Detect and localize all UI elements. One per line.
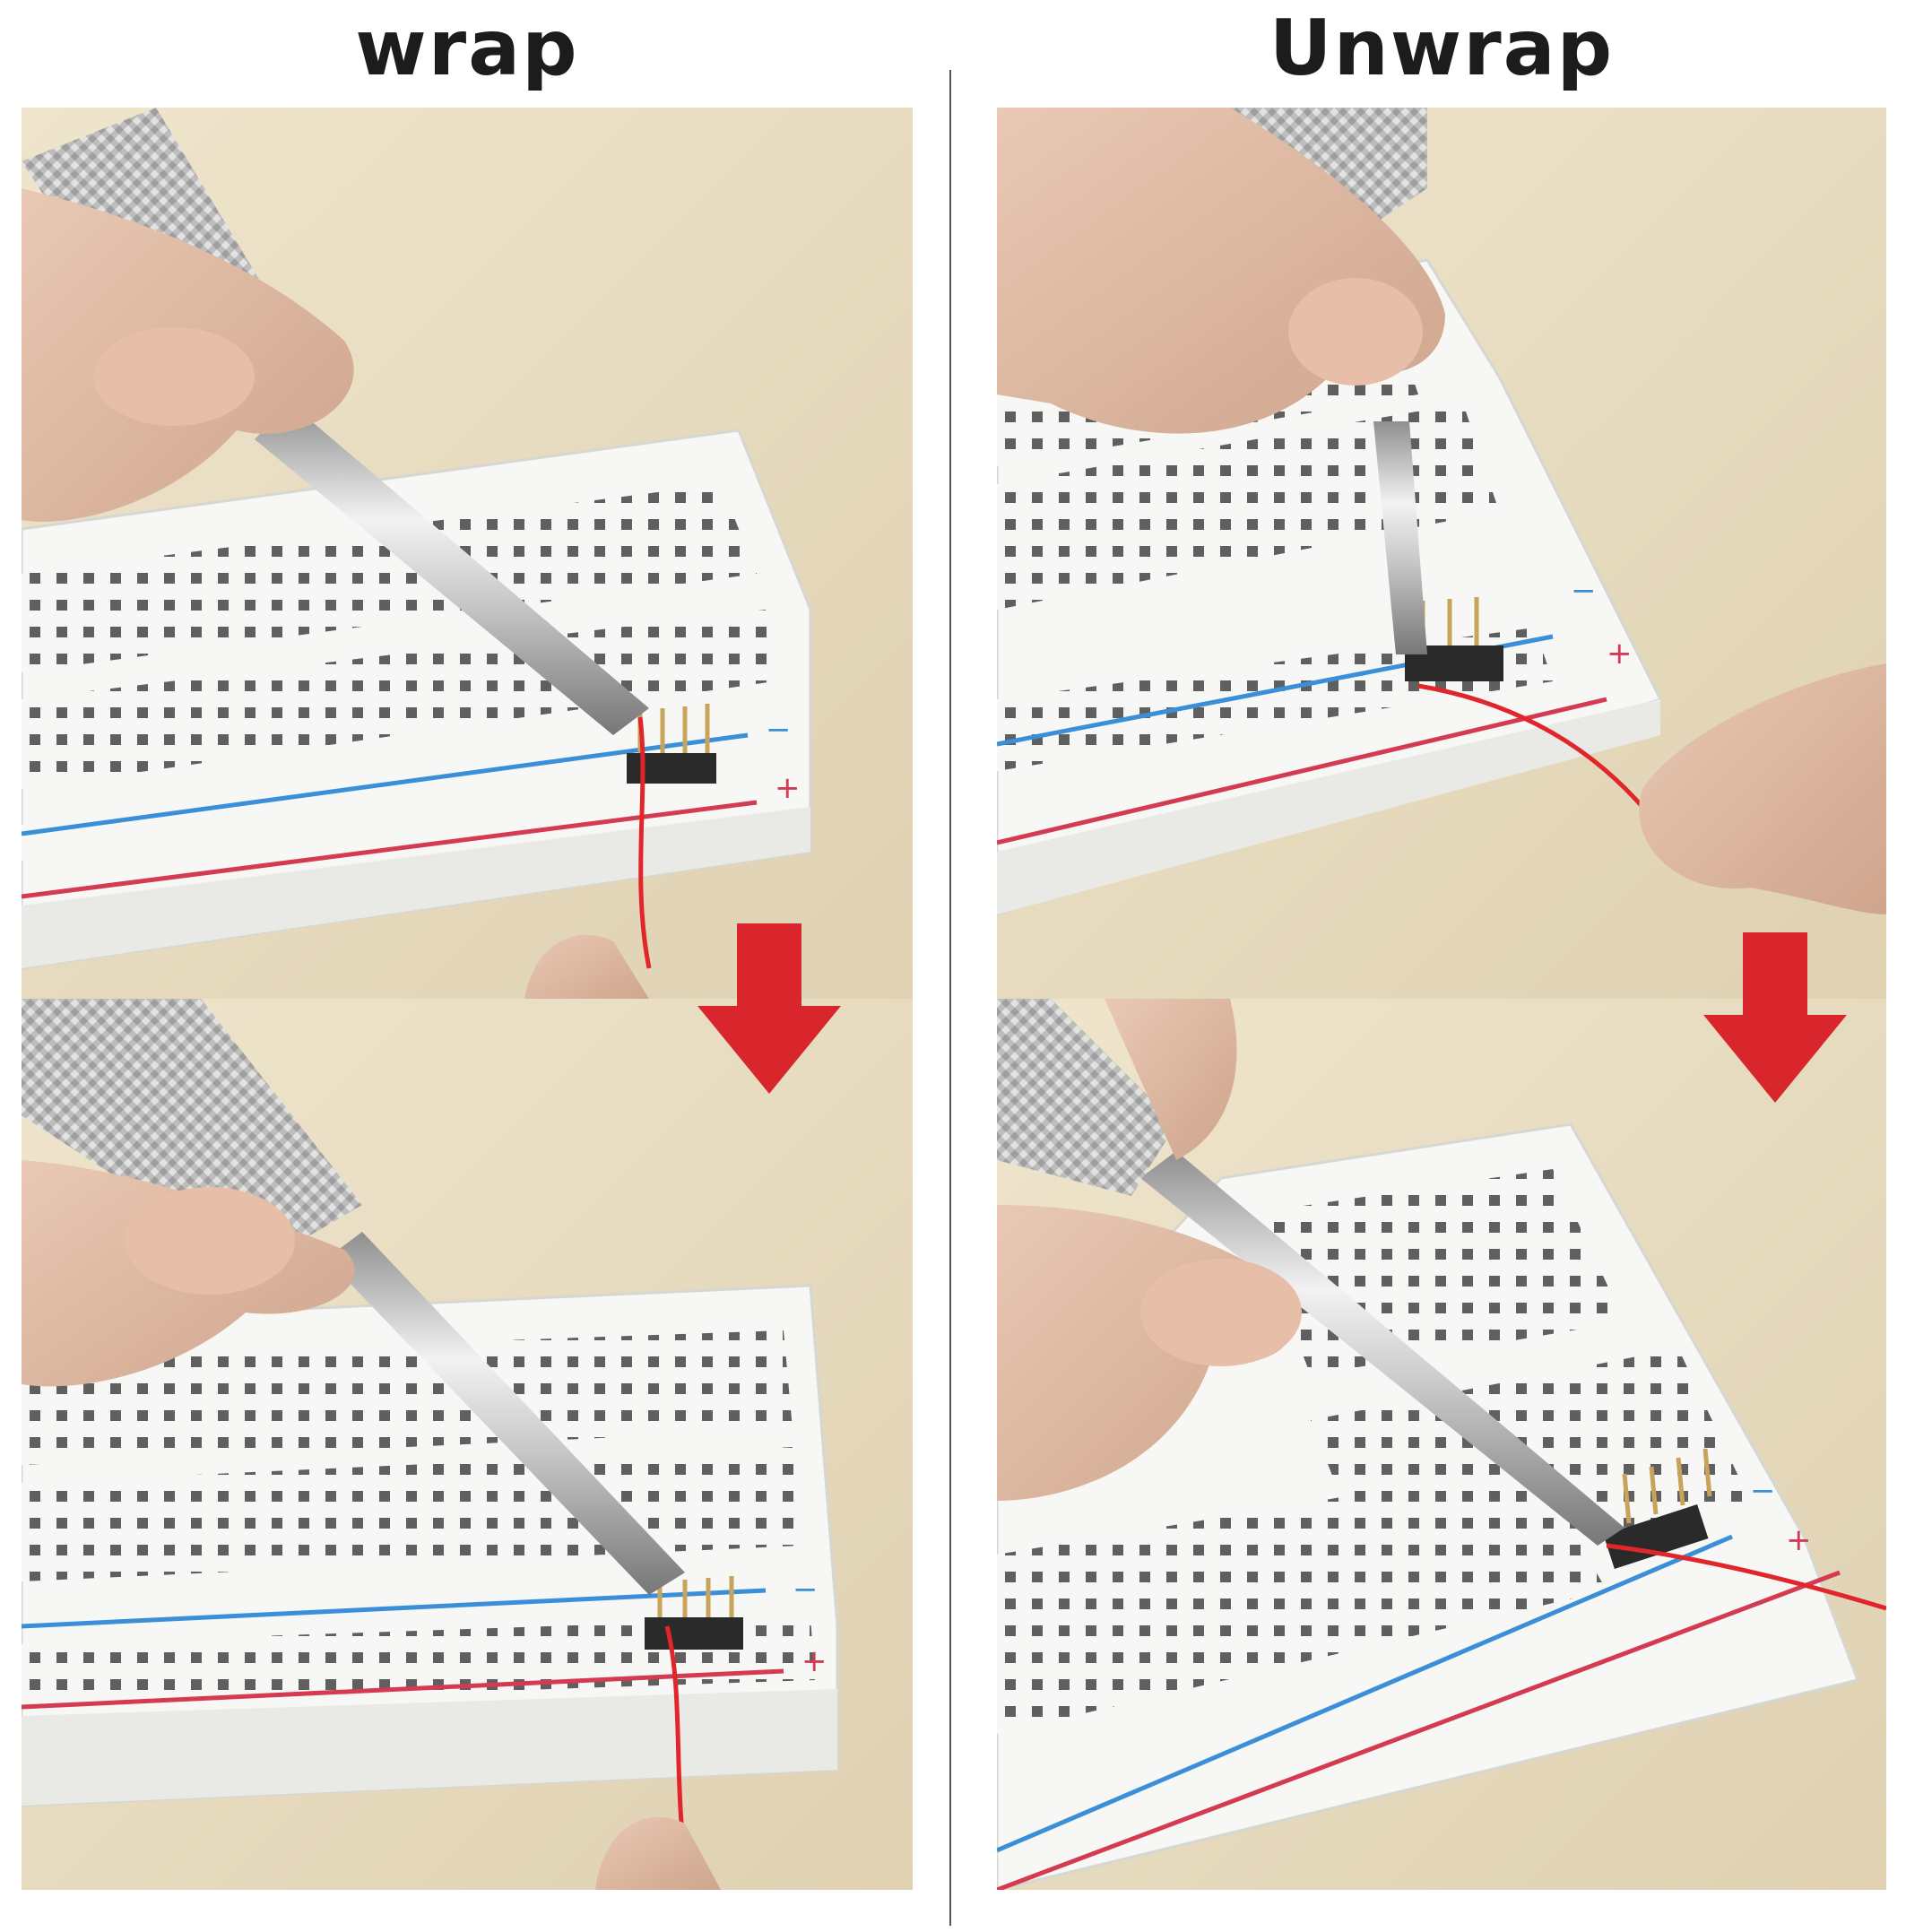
plus-mark: + [1786, 1522, 1812, 1558]
wrap-title: wrap [355, 4, 579, 93]
plus-mark: + [801, 1643, 827, 1679]
unwrap-photo-step-2: − + [997, 999, 1886, 1890]
unwrap-photo-step-1: − + [997, 108, 1886, 999]
down-arrow-icon-unwrap [1703, 932, 1847, 1103]
wrap-photo-step-1: − + [22, 108, 913, 999]
down-arrow-icon-wrap [697, 923, 841, 1094]
minus-mark: − [1571, 573, 1597, 609]
unwrap-title: Unwrap [1269, 4, 1615, 93]
panel-divider [949, 70, 951, 1926]
minus-mark: − [1750, 1473, 1776, 1509]
plus-mark: + [1607, 636, 1633, 671]
minus-mark: − [793, 1572, 819, 1607]
plus-mark: + [775, 770, 801, 806]
minus-mark: − [766, 712, 792, 748]
wrap-photo-step-2: − + [22, 999, 913, 1890]
